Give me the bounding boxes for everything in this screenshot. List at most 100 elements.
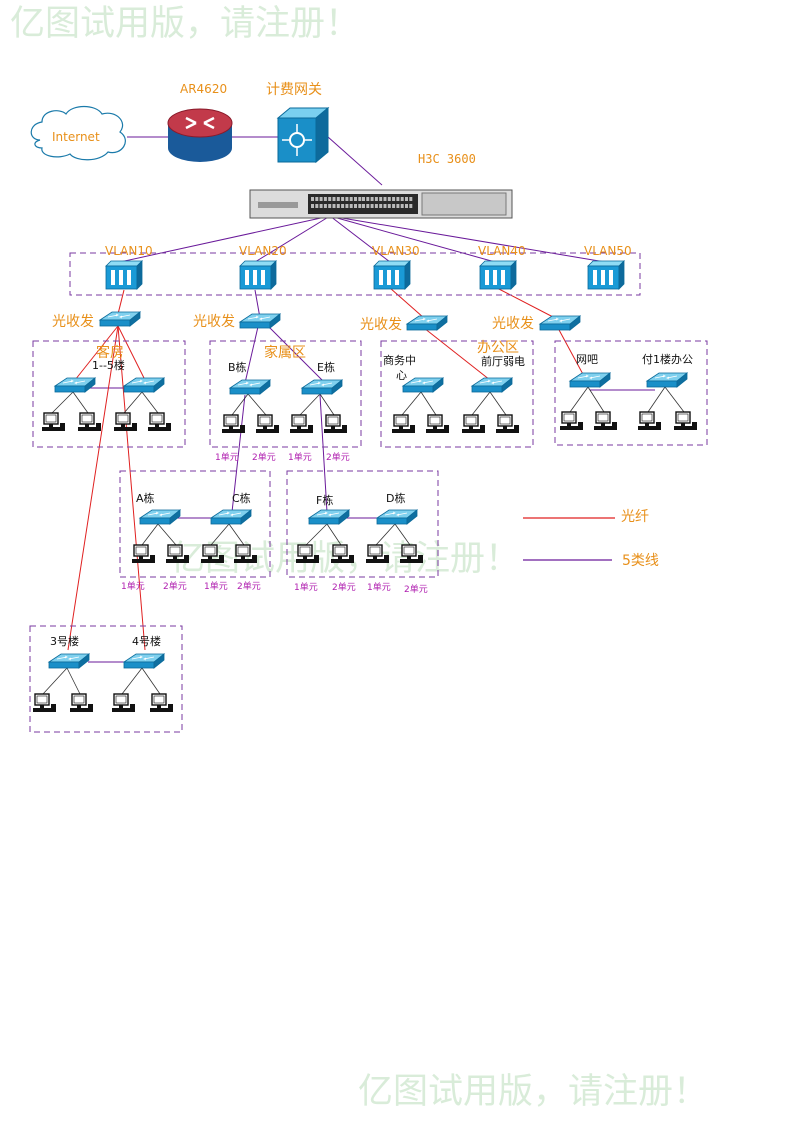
core-port <box>323 197 327 201</box>
core-switch-ports <box>311 197 413 208</box>
transceiver-2 <box>239 313 281 329</box>
core-port <box>345 204 349 208</box>
office-title: 办公区 <box>477 340 519 356</box>
core-port <box>396 197 400 201</box>
core-port <box>315 204 319 208</box>
legend: 光纤 5类线 <box>523 509 659 569</box>
pc-icon <box>323 414 348 434</box>
pc-icon <box>111 693 136 713</box>
pc-cable <box>228 523 245 546</box>
core-port <box>319 197 323 201</box>
office-front: 前厅弱电 <box>481 354 525 368</box>
vlan10-label: VLAN10 <box>105 244 153 258</box>
pc-icon <box>425 414 450 434</box>
core-port <box>366 197 370 201</box>
guest-title: 客房 <box>96 344 124 361</box>
pc-cable <box>647 386 666 413</box>
transceiver-3 <box>406 315 448 331</box>
transceiver-4-label: 光收发 <box>492 316 534 332</box>
pc-icon <box>593 411 618 431</box>
cat5-cables <box>88 136 655 663</box>
core-port <box>336 204 340 208</box>
office-biz2: 心 <box>396 369 407 382</box>
core-port <box>345 197 349 201</box>
gateway-label: 计费网关 <box>266 82 322 98</box>
vlan10-rack <box>105 260 143 290</box>
core-port <box>392 197 396 201</box>
pc-icon <box>77 412 102 432</box>
pc-cable <box>231 393 249 416</box>
bld-d: D栋 <box>386 491 405 505</box>
vlan30-rack <box>373 260 411 290</box>
pc-icon <box>495 414 520 434</box>
bld-3: 3号楼 <box>50 634 79 648</box>
office-biz: 商务中 <box>383 353 416 367</box>
access-switch-icon <box>123 653 165 669</box>
core-port <box>374 204 378 208</box>
core-port <box>328 197 332 201</box>
core-port <box>379 204 383 208</box>
core-port <box>383 204 387 208</box>
core-port <box>336 197 340 201</box>
gateway-icon <box>276 106 330 164</box>
core-port <box>311 204 314 208</box>
access-switch-icon <box>376 509 418 525</box>
pc-cable <box>42 667 68 695</box>
core-port <box>379 197 383 201</box>
core-port <box>392 204 396 208</box>
pc-icon <box>131 544 156 564</box>
guest-box <box>32 340 186 448</box>
core-port <box>332 197 336 201</box>
family-box <box>209 340 362 448</box>
transceiver-3-label: 光收发 <box>360 317 402 333</box>
pc-cable <box>420 391 437 416</box>
access-cluster <box>32 653 174 713</box>
internet-label: Internet <box>52 130 100 144</box>
unit-labels: 1单元 2单元 1单元 2单元 1单元 2单元 1单元 2单元 1单元 2单元 … <box>121 451 428 595</box>
access-switch-icon <box>48 653 90 669</box>
unit-label: 1单元 <box>367 581 391 593</box>
office-box <box>380 340 534 448</box>
access-cluster <box>221 379 348 434</box>
core-port <box>396 204 400 208</box>
core-port <box>349 204 353 208</box>
core-port <box>311 197 314 201</box>
vlan50-rack <box>587 260 625 290</box>
pc-icon <box>289 414 314 434</box>
pc-icon <box>69 693 94 713</box>
unit-label: 2单元 <box>237 580 261 592</box>
core-port <box>409 204 413 208</box>
access-switch-icon <box>308 509 350 525</box>
access-switch-icon <box>301 379 343 395</box>
pc-cable <box>121 667 143 695</box>
core-port <box>405 204 408 208</box>
pc-cable <box>141 391 159 414</box>
vlan40-rack <box>479 260 517 290</box>
unit-label: 2单元 <box>326 451 350 463</box>
transceiver-1-label: 光收发 <box>52 314 94 330</box>
legend-cat5-label: 5类线 <box>622 553 659 569</box>
pc-cable <box>489 391 507 416</box>
cafe-office: 付1楼办公 <box>642 352 693 366</box>
pc-icon <box>147 412 172 432</box>
bld-a: A栋 <box>136 491 155 505</box>
core-port <box>349 197 353 201</box>
pc-icon <box>637 411 662 431</box>
pc-cable <box>569 386 589 413</box>
core-port <box>409 197 413 201</box>
vlan50-label: VLAN50 <box>584 244 632 258</box>
pc-icon <box>113 412 138 432</box>
legend-fiber-label: 光纤 <box>621 509 649 525</box>
access-clusters <box>32 372 698 713</box>
internet-cloud: Internet <box>30 105 126 161</box>
fd-box <box>286 470 439 578</box>
group-boxes <box>29 340 708 733</box>
unit-label: 2单元 <box>163 580 187 592</box>
pc-cable <box>51 391 74 414</box>
core-port <box>328 204 332 208</box>
vlan-group-box <box>69 252 641 296</box>
access-cluster <box>391 377 520 434</box>
access-switch-icon <box>229 379 271 395</box>
vlan40-label: VLAN40 <box>478 244 526 258</box>
